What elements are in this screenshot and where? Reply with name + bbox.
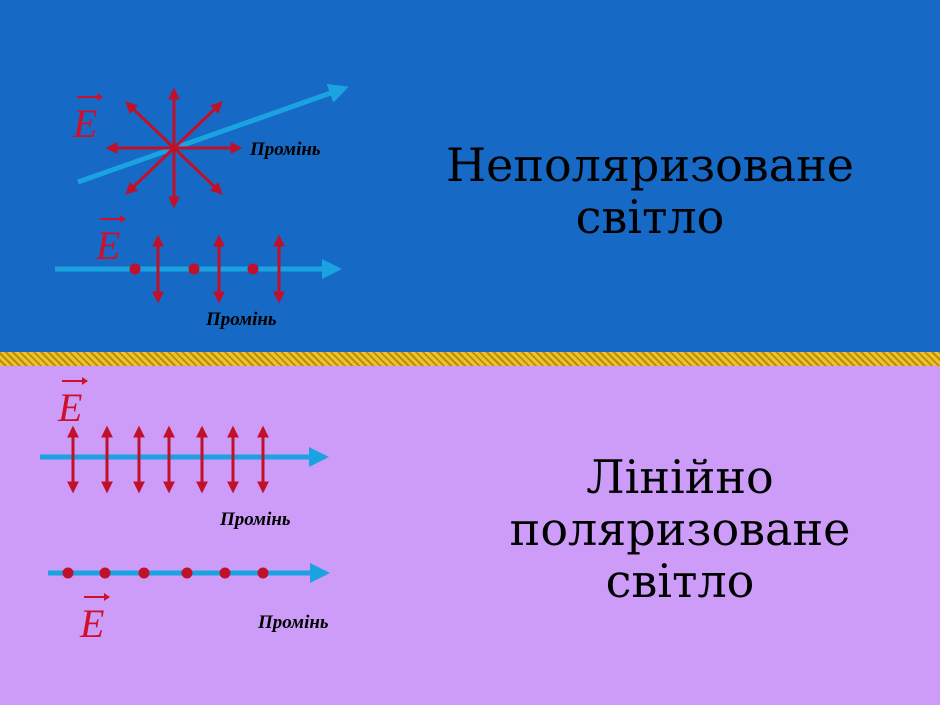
- unpolarized-star: [105, 87, 243, 209]
- ray-label: Промінь: [206, 309, 277, 330]
- oblique-ray: [77, 83, 349, 185]
- ray-label: Промінь: [220, 509, 291, 530]
- linear-dots: [62, 567, 269, 579]
- ray-label: Промінь: [250, 139, 321, 160]
- e-vector-symbol: E: [58, 377, 88, 431]
- ray-label: Промінь: [258, 612, 329, 633]
- mixed-dots: [129, 263, 259, 275]
- e-vector-symbol: E: [80, 593, 110, 647]
- bottom-panel: [0, 366, 940, 705]
- divider-stripe: [0, 352, 940, 366]
- e-vector-symbol: E: [96, 215, 126, 269]
- unpolarized-title: Неполяризоване світло: [445, 138, 855, 244]
- linear-vectors: [67, 425, 269, 494]
- e-vector-symbol: E: [73, 93, 103, 147]
- linear-polarized-title: Лінійно поляризоване світло: [509, 450, 851, 608]
- mixed-vectors: [152, 234, 285, 304]
